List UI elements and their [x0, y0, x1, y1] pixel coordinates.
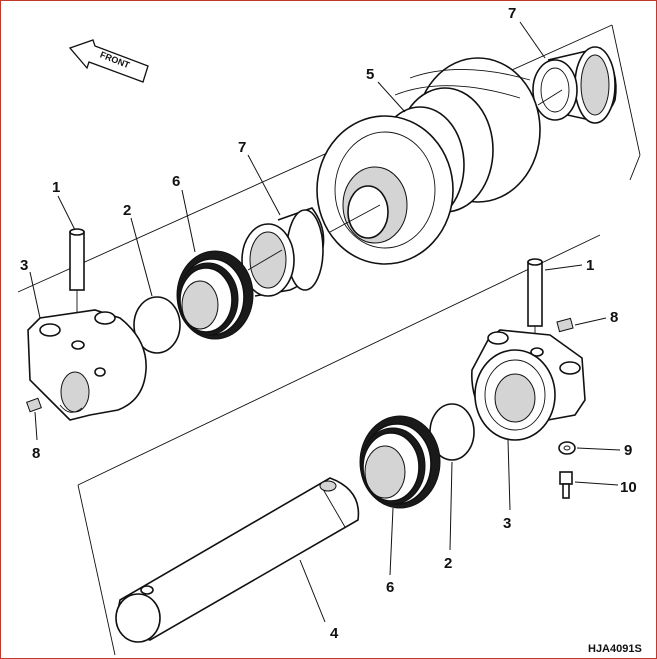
callout-numbers: 7 5 7 6 2 1 3 8 1 8 9 10 3 2 6 4: [20, 5, 637, 642]
callout-7-middle: 7: [238, 139, 246, 156]
washer: [558, 441, 576, 455]
seal-lower: [359, 415, 441, 509]
callout-leaders: [29, 21, 621, 623]
callout-9: 9: [624, 442, 632, 459]
bracket-right: [471, 329, 586, 441]
set-screw-right: [556, 317, 574, 333]
callout-8-right: 8: [610, 309, 618, 326]
set-screw-left: [26, 397, 42, 413]
track-roller: [316, 57, 541, 265]
callout-2-lower: 2: [444, 555, 452, 572]
callout-6-upper: 6: [172, 173, 180, 190]
pin-right: [527, 258, 543, 360]
callout-1-left: 1: [52, 179, 60, 196]
callout-3-right: 3: [503, 515, 511, 532]
callout-1-right: 1: [586, 257, 594, 274]
front-direction-arrow: FRONT: [68, 39, 149, 83]
bushing-upper-right: [532, 46, 617, 124]
callout-3-left: 3: [20, 257, 28, 274]
callout-6-lower: 6: [386, 579, 394, 596]
o-ring-upper: [133, 296, 181, 354]
figure-reference-code: HJA4091S: [588, 643, 642, 655]
seal-upper: [176, 250, 254, 340]
roller-shaft: [115, 477, 360, 643]
bolt: [559, 471, 573, 499]
callout-4: 4: [330, 625, 339, 642]
bracket-left: [27, 309, 147, 421]
callout-8-left: 8: [32, 445, 40, 462]
callout-5: 5: [366, 66, 374, 83]
bushing-middle: [241, 207, 325, 297]
callout-2-upper: 2: [123, 202, 131, 219]
callout-10: 10: [620, 479, 637, 496]
callout-7-top: 7: [508, 5, 516, 22]
